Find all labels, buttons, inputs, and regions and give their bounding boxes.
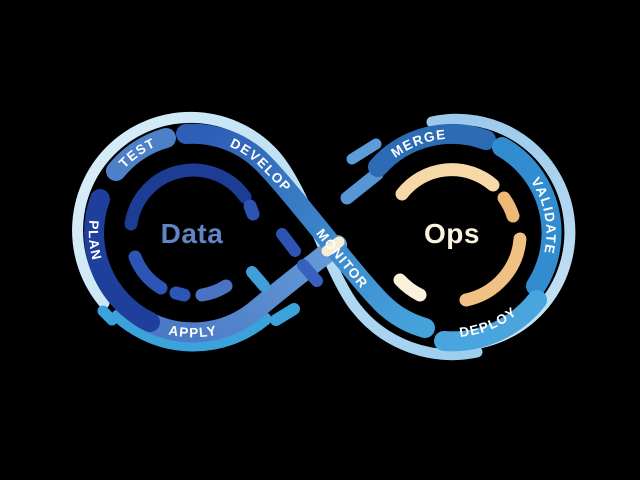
test-segment bbox=[106, 128, 176, 181]
ops-inner-ring-pale-dash bbox=[393, 273, 427, 302]
rising-dash-mid bbox=[340, 167, 384, 205]
transition-dash-navy bbox=[276, 228, 301, 257]
transition-dash-sky bbox=[246, 266, 270, 292]
data-bottom-outer-arc bbox=[111, 309, 272, 352]
data-inner-ring-accent-dash bbox=[243, 199, 260, 221]
pale-outer-strand bbox=[72, 111, 483, 361]
data-loop-title: Data bbox=[161, 218, 224, 249]
label-apply-text: APPLY bbox=[167, 323, 217, 341]
transition-dash-cream bbox=[321, 236, 345, 257]
data-inner-ring-dot bbox=[169, 286, 191, 302]
merge-segment bbox=[368, 123, 496, 177]
validate-segment bbox=[492, 137, 562, 296]
deploy-segment bbox=[434, 290, 547, 352]
plan-segment bbox=[84, 189, 160, 332]
data-inner-ring-bottom bbox=[128, 250, 168, 295]
label-plan: PLAN bbox=[86, 220, 105, 263]
sky-dash-left bbox=[97, 305, 118, 326]
ops-inner-ring-top bbox=[395, 163, 500, 201]
ops-loop-title: Ops bbox=[424, 218, 480, 249]
ops-inner-ring-bottom bbox=[459, 232, 527, 307]
develop-monitor-band bbox=[176, 123, 435, 338]
data-inner-ring-light bbox=[195, 279, 233, 302]
data-inner-ring-main bbox=[124, 163, 252, 231]
transition-dash-blue bbox=[297, 259, 323, 287]
sky-dash-right bbox=[270, 303, 300, 326]
label-apply: APPLY bbox=[167, 323, 218, 341]
label-plan-text: PLAN bbox=[86, 220, 104, 263]
ops-inner-ring-dash bbox=[497, 191, 520, 223]
rising-dash-top bbox=[346, 138, 382, 165]
